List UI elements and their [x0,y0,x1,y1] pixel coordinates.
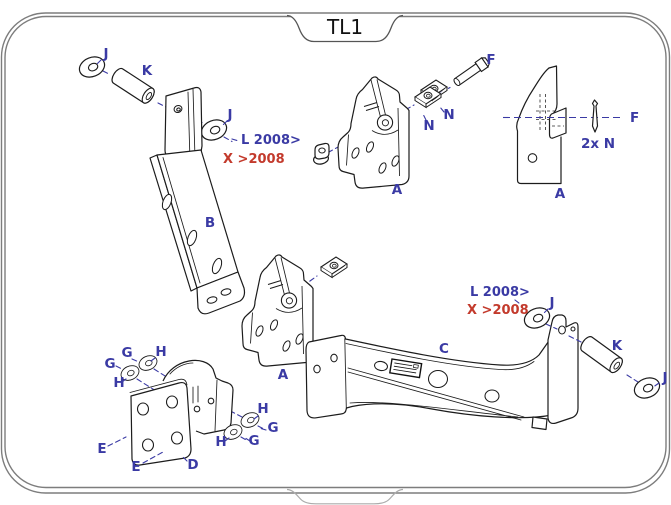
chassis-hole [527,153,538,163]
label-f-1: F [486,52,495,68]
note-late-model-1: L 2008> [241,133,301,148]
part-bracket-b [149,86,246,315]
label-j-1: J [102,46,108,62]
label-c: C [439,341,449,357]
label-n-1: N [423,118,434,134]
part-bracket-a-upper [337,76,410,189]
bracket-a-side-profile [548,107,567,139]
label-j-4: J [661,370,667,386]
part-crossmember-c [305,314,579,431]
flange-nut [312,142,330,165]
bracket-a-upper-group: N N F A [312,52,496,198]
label-h-1: H [155,344,166,360]
note-early-model-1: X >2008 [223,152,285,167]
bottom-tab [286,488,404,505]
label-a-side: A [555,186,566,202]
label-a-1: A [392,182,403,198]
label-d: D [187,457,198,473]
label-h-3: H [257,401,268,417]
type-plate [389,358,423,379]
label-e-2: E [131,459,140,475]
label-g-1: G [121,345,132,361]
title-tab: TL1 [286,14,404,43]
label-n-qty: 2x N [581,136,615,152]
part-bracket-a-lower [241,254,314,367]
washer-j-2 [197,115,231,145]
label-g-2: G [104,356,115,372]
label-n-2: N [443,107,454,123]
label-g-4: G [248,433,259,449]
label-j-3: J [548,295,554,311]
note-late-model-2: L 2008> [470,285,530,300]
bracket-a-lower-group: A [241,254,348,383]
label-h-4: H [215,434,226,450]
side-view-chassis: F 2x N A [503,65,639,202]
crossmember-end-plate [547,314,579,425]
label-k-1: K [142,63,153,79]
note-early-model-2: X >2008 [467,303,529,318]
washer-j-4 [630,373,664,403]
bolt-f [451,55,491,89]
bracket-b-group: J K J L 2008> X >2008 B [75,46,301,315]
nut-plate-n-lower [320,256,348,279]
label-h-2: H [113,375,124,391]
label-k-2: K [612,338,623,354]
bolt-f-side-silhouette [591,99,599,133]
towball-housing-d-group: G H G H H G H G E E D [97,344,278,475]
diagram-title: TL1 [326,15,363,39]
crossmember-c-group: L 2008> X >2008 J K J C [305,285,668,431]
label-j-2: J [226,107,232,123]
label-g-3: G [267,420,278,436]
label-e-1: E [97,441,106,457]
label-a-2: A [278,367,289,383]
part-flange-plate-d [129,378,192,466]
label-f-side: F [630,110,639,126]
label-b: B [205,215,215,231]
